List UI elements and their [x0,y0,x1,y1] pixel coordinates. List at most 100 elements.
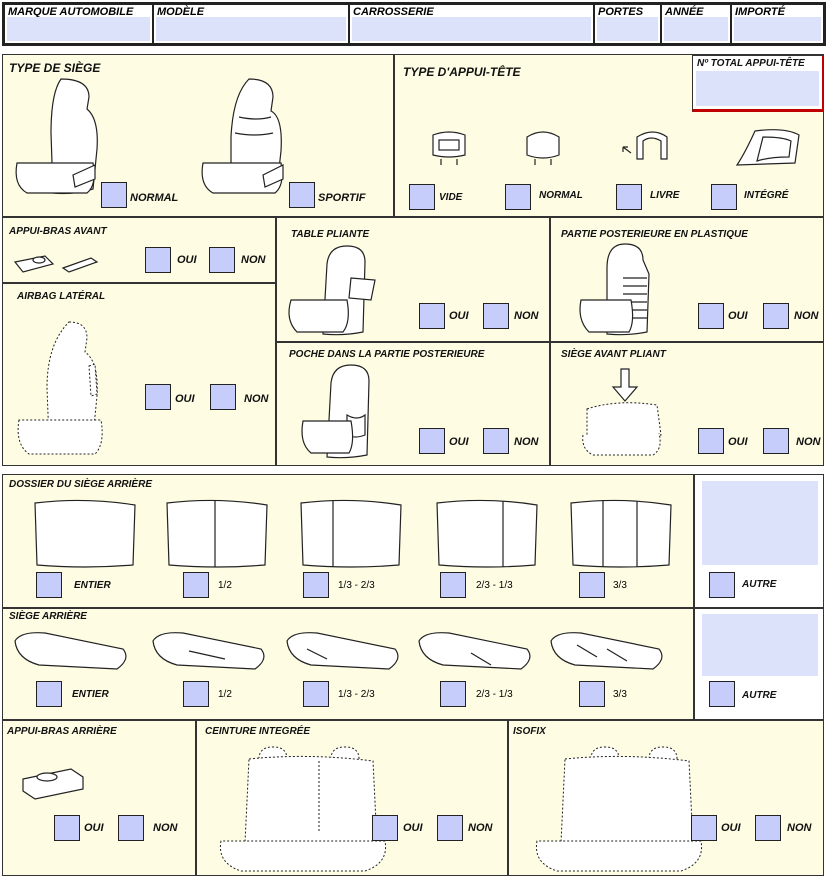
folding-front-seat-no-label: NON [796,436,821,448]
integrated-belt-title: CEINTURE INTEGRÉE [205,726,311,737]
backrest-three-thirds-checkbox[interactable] [579,572,605,598]
folding-table-icon [288,245,376,336]
side-airbag-no-checkbox[interactable] [210,384,236,410]
back-pocket-seat-icon [301,364,370,459]
backrest-one-third-two-thirds-checkbox[interactable] [303,572,329,598]
integrated-belt-panel: CEINTURE INTEGRÉE OUI NON [196,720,508,876]
brand-field[interactable]: MARQUE AUTOMOBILE [5,5,154,43]
backrest-one-third-two-thirds-label: 1/3 - 2/3 [338,580,375,591]
side-airbag-title: AIRBAG LATÉRAL [17,291,106,302]
folding-table-no-checkbox[interactable] [483,303,509,329]
year-label: ANNÉE [665,6,704,18]
backrest-three-thirds-icon [570,499,672,568]
model-field[interactable]: MODÈLE [154,5,350,43]
imported-label: IMPORTÉ [735,6,785,18]
backrest-three-thirds-label: 3/3 [613,580,627,591]
plastic-back-seat-icon [579,243,650,336]
body-field[interactable]: CARROSSERIE [350,5,595,43]
headrest-total-label: Nº TOTAL APPUI-TÊTE [697,58,805,69]
folding-front-seat-no-checkbox[interactable] [763,428,789,454]
rear-armrest-yes-checkbox[interactable] [54,815,80,841]
back-pocket-yes-label: OUI [449,436,469,448]
seat-other-field[interactable] [702,614,818,676]
headrest-normal-icon [526,131,560,165]
seat-type-title: TYPE DE SIÈGE [9,61,101,75]
seat-three-thirds-checkbox[interactable] [579,681,605,707]
body-label: CARROSSERIE [353,6,434,18]
folding-table-yes-checkbox[interactable] [419,303,445,329]
backrest-other-field[interactable] [702,481,818,565]
seat-half-checkbox[interactable] [183,681,209,707]
doors-field[interactable]: PORTES [595,5,662,43]
front-armrest-no-checkbox[interactable] [209,247,235,273]
seat-three-thirds-icon [550,632,663,670]
integrated-belt-yes-label: OUI [403,822,423,834]
vehicle-info-header: MARQUE AUTOMOBILE MODÈLE CARROSSERIE POR… [2,2,826,46]
isofix-title: ISOFIX [513,726,546,737]
rear-seat-panel: SIÈGE ARRIÈRE ENTIER 1/2 1/3 - 2/3 2/3 -… [2,608,694,720]
integrated-belt-yes-checkbox[interactable] [372,815,398,841]
normal-seat-icon [15,78,98,195]
front-armrest-no-label: NON [241,254,266,266]
front-armrest-yes-label: OUI [177,254,197,266]
year-field[interactable]: ANNÉE [662,5,732,43]
rear-armrest-icon [22,768,84,800]
backrest-one-third-two-thirds-icon [300,499,402,568]
plastic-back-yes-checkbox[interactable] [698,303,724,329]
front-armrest-icon [13,255,99,273]
headrest-type-panel: TYPE D'APPUI-TÊTE Nº TOTAL APPUI-TÊTE VI… [394,54,824,217]
back-pocket-panel: POCHE DANS LA PARTIE POSTERIEURE OUI NON [276,342,550,466]
plastic-back-no-checkbox[interactable] [763,303,789,329]
sport-seat-icon [201,78,284,194]
seat-other-label: AUTRE [742,690,777,701]
backrest-half-checkbox[interactable] [183,572,209,598]
headrest-integrated-checkbox[interactable] [711,184,737,210]
isofix-no-label: NON [787,822,812,834]
backrest-other-checkbox[interactable] [709,572,735,598]
seat-half-icon [152,632,265,670]
integrated-belt-no-checkbox[interactable] [437,815,463,841]
plastic-back-no-label: NON [794,310,819,322]
seat-two-thirds-one-third-checkbox[interactable] [440,681,466,707]
rear-armrest-no-checkbox[interactable] [118,815,144,841]
backrest-whole-label: ENTIER [74,580,111,591]
isofix-yes-checkbox[interactable] [691,815,717,841]
rear-armrest-panel: APPUI-BRAS ARRIÈRE OUI NON [2,720,196,876]
seat-one-third-two-thirds-label: 1/3 - 2/3 [338,689,375,700]
folding-front-seat-panel: SIÈGE AVANT PLIANT OUI NON [550,342,824,466]
folding-table-no-label: NON [514,310,539,322]
headrest-book-icon [622,131,668,160]
headrest-empty-checkbox[interactable] [409,184,435,210]
seat-sport-checkbox[interactable] [289,182,315,208]
headrest-normal-checkbox[interactable] [505,184,531,210]
plastic-back-yes-label: OUI [728,310,748,322]
seat-two-thirds-one-third-label: 2/3 - 1/3 [476,689,513,700]
rear-armrest-title: APPUI-BRAS ARRIÈRE [7,726,117,737]
front-armrest-title: APPUI-BRAS AVANT [9,226,107,237]
front-armrest-yes-checkbox[interactable] [145,247,171,273]
backrest-two-thirds-one-third-checkbox[interactable] [440,572,466,598]
seat-half-label: 1/2 [218,689,232,700]
rear-backrest-title: DOSSIER DU SIÈGE ARRIÈRE [9,479,152,490]
seat-whole-checkbox[interactable] [36,681,62,707]
imported-field[interactable]: IMPORTÉ [732,5,823,43]
folding-table-yes-label: OUI [449,310,469,322]
back-pocket-yes-checkbox[interactable] [419,428,445,454]
backrest-whole-checkbox[interactable] [36,572,62,598]
plastic-back-panel: PARTIE POSTERIEURE EN PLASTIQUE OUI NON [550,217,824,342]
side-airbag-yes-checkbox[interactable] [145,384,171,410]
rear-armrest-no-label: NON [153,822,178,834]
airbag-seat-icon [17,321,103,455]
headrest-empty-icon [432,131,466,165]
side-airbag-no-label: NON [244,393,269,405]
backrest-whole-icon [34,499,136,568]
folding-front-seat-yes-checkbox[interactable] [698,428,724,454]
seat-other-checkbox[interactable] [709,681,735,707]
isofix-panel: ISOFIX OUI NON [508,720,824,876]
seat-normal-checkbox[interactable] [101,182,127,208]
headrest-book-checkbox[interactable] [616,184,642,210]
back-pocket-no-checkbox[interactable] [483,428,509,454]
isofix-no-checkbox[interactable] [755,815,781,841]
headrest-total-field[interactable]: Nº TOTAL APPUI-TÊTE [692,55,824,112]
seat-one-third-two-thirds-checkbox[interactable] [303,681,329,707]
